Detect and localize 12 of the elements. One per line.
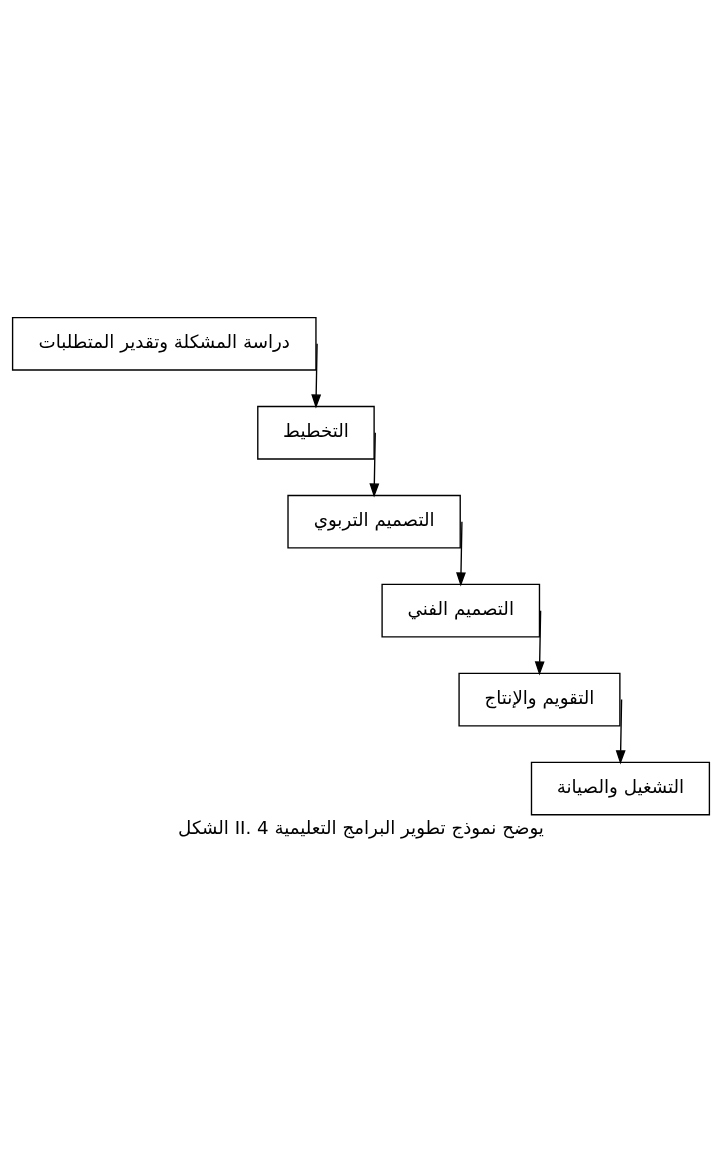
arrow <box>456 520 466 586</box>
node-box: التشغيل والصيانة <box>530 761 711 815</box>
node-box: التصميم الفني <box>381 583 541 638</box>
arrow <box>311 342 322 409</box>
arrow <box>615 698 626 764</box>
node-box: التصميم التربوي <box>287 494 461 549</box>
node-box: التقويم والإنتاج <box>458 672 621 726</box>
caption: الشكل II. 4 يوضح نموذج تطوير البرامج التعليمية <box>178 816 544 838</box>
arrow <box>369 431 380 498</box>
node-box: التخطيط <box>257 405 375 460</box>
node-box: دراسة المشكلة وتقدير المتطلبات <box>11 316 317 371</box>
arrow <box>534 609 545 675</box>
